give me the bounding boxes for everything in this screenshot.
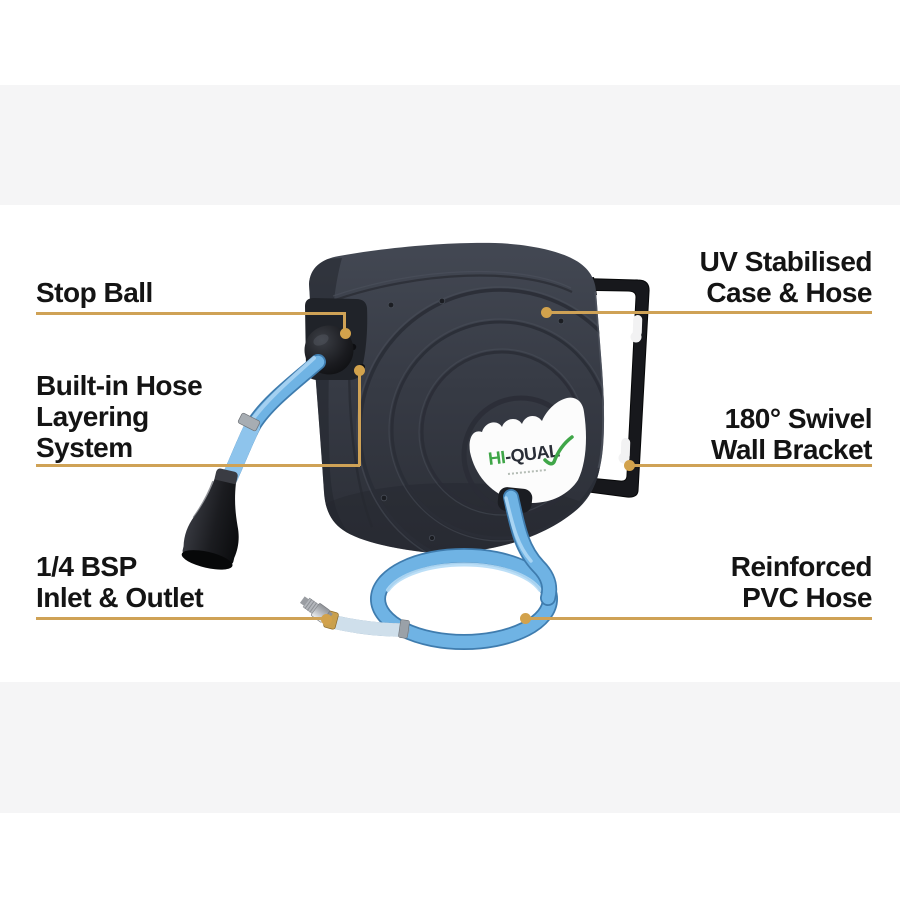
callout-dot-hose-layering	[354, 365, 365, 376]
label-uv-stabilised: UV Stabilised Case & Hose	[699, 246, 873, 308]
extended-hose	[299, 487, 558, 650]
callout-dot-stop-ball	[340, 328, 351, 339]
callout-line-uv-stabilised	[547, 311, 872, 314]
logo-checkmark-icon	[543, 435, 574, 466]
callout-line-swivel-bracket	[630, 464, 872, 467]
label-swivel-bracket: 180° Swivel Wall Bracket	[710, 403, 873, 465]
label-hose-layering: Built-in Hose Layering System	[36, 370, 203, 463]
callout-dot-swivel-bracket	[624, 460, 635, 471]
bottom-gray-band	[0, 682, 900, 813]
callout-line-stop-ball	[36, 312, 346, 315]
callout-dot-pvc-hose	[520, 613, 531, 624]
reel-case	[309, 242, 605, 554]
hose-band	[398, 619, 410, 639]
top-gray-band	[0, 85, 900, 205]
label-stop-ball: Stop Ball	[36, 277, 153, 308]
label-pvc-hose: Reinforced PVC Hose	[730, 551, 873, 613]
hose-nozzle-icon	[181, 468, 239, 570]
callout-dot-uv-stabilised	[541, 307, 552, 318]
callout-dot-inlet-outlet	[321, 614, 332, 625]
callout-line-inlet-outlet	[36, 617, 327, 620]
callout-line-hose-layering	[36, 464, 360, 467]
brand-logo: HI-QUAL	[469, 397, 586, 503]
label-inlet-outlet: 1/4 BSP Inlet & Outlet	[36, 551, 204, 613]
callout-line-pvc-hose	[526, 617, 872, 620]
hose-guard-collar	[237, 412, 261, 432]
callout-line-stop-ball-v	[343, 312, 346, 331]
callout-line-hose-layering-v	[358, 374, 361, 466]
bracket-slot-top	[630, 315, 643, 343]
